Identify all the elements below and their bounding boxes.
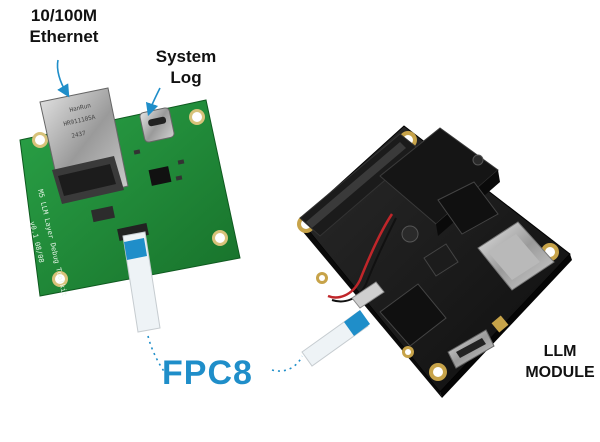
mounting-hole [212, 230, 228, 246]
rj45-ethernet-jack: HanRun HR911105A 2437 [39, 87, 129, 204]
ic-chip [379, 283, 447, 347]
fpc8-label: FPC8 [162, 354, 253, 392]
fpc-dotted-connector-right [271, 355, 303, 372]
system-log-label: System Log [148, 46, 224, 88]
rj45-code-text: 2437 [71, 130, 87, 140]
mounting-hole [402, 346, 414, 358]
sd-card-slot [477, 221, 555, 291]
rj45-brand-text: HanRun [69, 102, 92, 114]
llm-module-label-line2: MODULE [525, 364, 595, 381]
ethernet-callout-arrow [56, 59, 70, 98]
llm-module-label-line1: LLM [543, 343, 577, 360]
mounting-hole [316, 272, 328, 284]
system-log-label-line1: System [155, 47, 217, 66]
usb-c-port [139, 107, 175, 143]
ic-chip [437, 181, 499, 235]
ic-chip [423, 243, 459, 277]
reset-button [491, 315, 509, 333]
ethernet-label-line1: 10/100M [30, 6, 98, 25]
ic-chip [148, 166, 172, 186]
mounting-hole [32, 132, 48, 148]
mounting-hole [52, 271, 68, 287]
fpc-connector [351, 281, 385, 309]
fpc-cable-left [122, 231, 161, 333]
system-log-label-line2: Log [170, 68, 202, 87]
mounting-hole [189, 109, 205, 125]
llm-module-board [297, 125, 572, 398]
ethernet-label-line2: Ethernet [29, 27, 99, 46]
mounting-hole [429, 363, 447, 381]
system-log-callout-arrow [145, 87, 161, 117]
fpc-cable-right [301, 310, 370, 367]
debug-toolkit-board: HanRun HR911105A 2437 M5 LLM Layer Debug… [19, 87, 241, 297]
llm-module-label: LLM MODULE [520, 341, 600, 383]
usb-c-port [447, 329, 495, 369]
ethernet-label: 10/100M Ethernet [18, 5, 110, 47]
